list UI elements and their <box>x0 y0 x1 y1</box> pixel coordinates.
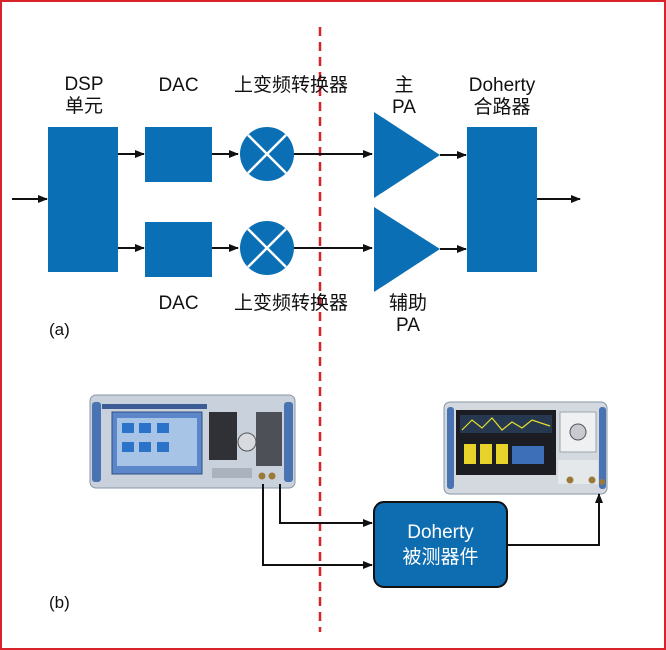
panel-label-a: (a) <box>49 320 70 339</box>
upconverter-label-bottom: 上变频转换器 <box>233 293 348 314</box>
mixer-icon <box>240 221 294 275</box>
main-pa-label-line1: 主 <box>394 75 414 96</box>
wire-gen-to-dut-1 <box>279 484 373 527</box>
dac-label-top: DAC <box>158 75 199 96</box>
signal-analyzer-instrument <box>443 401 608 495</box>
dut-label-line2: 被测器件 <box>402 546 479 568</box>
dut-label-line1: Doherty <box>407 521 474 543</box>
dac-label-bottom: DAC <box>158 293 199 314</box>
combiner-block <box>467 127 537 272</box>
dsp-label: DSP 单元 <box>54 74 114 118</box>
combiner-label: Doherty 合路器 <box>464 75 540 119</box>
dsp-label-line2: 单元 <box>64 96 103 117</box>
upconverter-label-top: 上变频转换器 <box>233 75 348 96</box>
mixer-icon <box>240 127 294 181</box>
combiner-label-line1: Doherty <box>468 75 536 96</box>
main-pa-label-line2: PA <box>392 97 416 118</box>
wire-dut-to-analyzer <box>507 493 603 546</box>
signal-generator-instrument <box>89 394 296 489</box>
dut-label: Doherty 被测器件 <box>374 502 507 587</box>
wire-gen-to-dut-2 <box>262 484 373 569</box>
combiner-label-line2: 合路器 <box>473 97 531 118</box>
main-pa-triangle <box>374 112 440 198</box>
dac-block-bottom <box>145 222 212 277</box>
main-pa-label: 主 PA <box>382 75 426 119</box>
aux-pa-triangle <box>374 207 440 292</box>
panel-label-b: (b) <box>49 593 70 612</box>
dsp-label-line1: DSP <box>64 74 104 95</box>
dac-block-top <box>145 127 212 182</box>
aux-pa-label: 辅助 PA <box>384 293 432 337</box>
aux-pa-label-line1: 辅助 <box>388 293 427 314</box>
dsp-block <box>48 127 118 272</box>
aux-pa-label-line2: PA <box>396 315 420 336</box>
